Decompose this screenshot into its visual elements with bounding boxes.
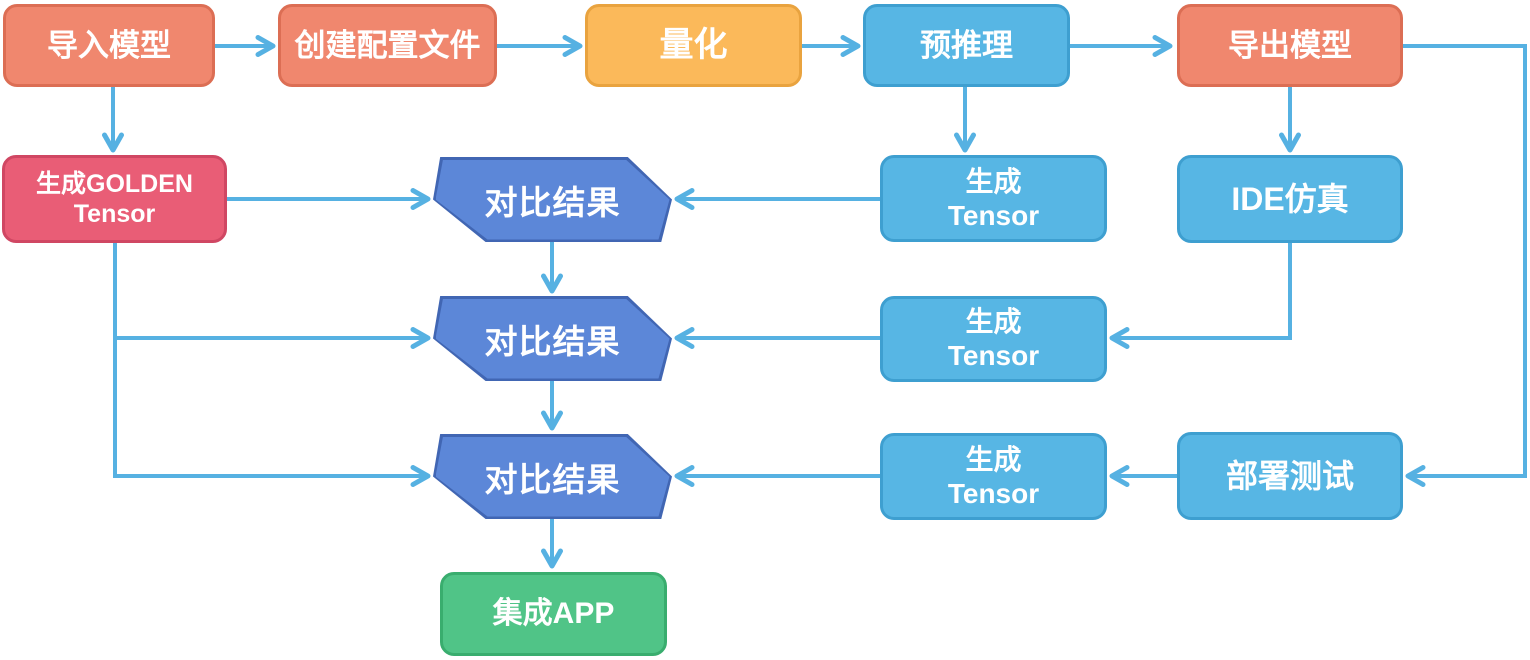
node-label: 对比结果 <box>484 183 621 221</box>
node-label-line2: Tensor <box>947 199 1040 231</box>
node-compare-results-3: 对比结果 <box>433 434 672 519</box>
node-deploy-test: 部署测试 <box>1177 432 1403 520</box>
node-label: IDE仿真 <box>1231 180 1349 217</box>
node-generate-tensor-1: 生成 Tensor <box>880 155 1107 242</box>
node-label: 预推理 <box>920 27 1013 63</box>
node-label: 对比结果 <box>484 322 621 360</box>
node-label-line1: 生成GOLDEN <box>36 170 193 198</box>
node-label-line1: 生成 <box>965 443 1022 475</box>
node-import-model: 导入模型 <box>3 4 215 87</box>
node-pre-inference: 预推理 <box>863 4 1070 87</box>
node-label: 对比结果 <box>484 460 621 498</box>
node-label-line1: 生成 <box>965 165 1022 197</box>
node-generate-tensor-3: 生成 Tensor <box>880 433 1107 520</box>
edge-golden-to-compare-3 <box>113 243 431 487</box>
node-label: 量化 <box>659 26 728 65</box>
node-compare-results-2: 对比结果 <box>433 296 672 381</box>
node-generate-tensor-2: 生成 Tensor <box>880 296 1107 382</box>
node-label-line2: Tensor <box>73 200 156 228</box>
node-quantization: 量化 <box>585 4 802 87</box>
node-label: 创建配置文件 <box>294 27 481 63</box>
node-label-line2: Tensor <box>947 340 1040 371</box>
node-label: 导入模型 <box>47 27 171 63</box>
node-ide-simulation: IDE仿真 <box>1177 155 1403 243</box>
edge-ide-sim-to-gen-tensor-2 <box>1109 243 1292 349</box>
node-integrate-app: 集成APP <box>440 572 667 656</box>
node-compare-results-1: 对比结果 <box>433 157 672 242</box>
node-label: 导出模型 <box>1228 27 1352 63</box>
hexagon-fill-shape <box>435 298 670 379</box>
hexagon-fill-shape <box>435 159 670 240</box>
edge-export-to-deploy-test <box>1402 44 1527 487</box>
node-label-line2: Tensor <box>947 477 1040 509</box>
node-create-config-file: 创建配置文件 <box>278 4 497 87</box>
hexagon-fill-shape <box>435 436 670 517</box>
node-export-model: 导出模型 <box>1177 4 1403 87</box>
node-label: 集成APP <box>492 597 615 630</box>
node-generate-golden-tensor: 生成GOLDEN Tensor <box>2 155 227 243</box>
node-label-line1: 生成 <box>965 306 1022 338</box>
node-label: 部署测试 <box>1225 457 1354 494</box>
